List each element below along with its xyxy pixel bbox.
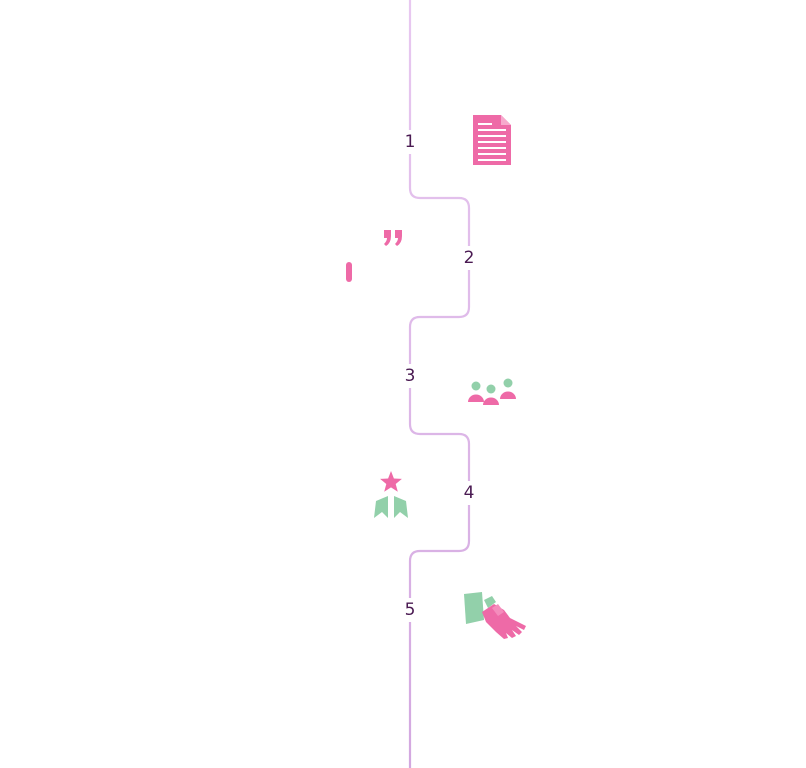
step-3-number: 3: [395, 364, 425, 388]
handshake-icon: [464, 592, 526, 639]
step-2-number: 2: [454, 246, 484, 270]
award-icon: [374, 471, 408, 518]
step-4-number: 4: [454, 481, 484, 505]
people-icon: [468, 378, 516, 405]
step-1-number: 1: [395, 130, 425, 154]
document-icon: [473, 115, 511, 165]
step-5-number: 5: [395, 598, 425, 622]
quote-icon: [346, 230, 402, 282]
